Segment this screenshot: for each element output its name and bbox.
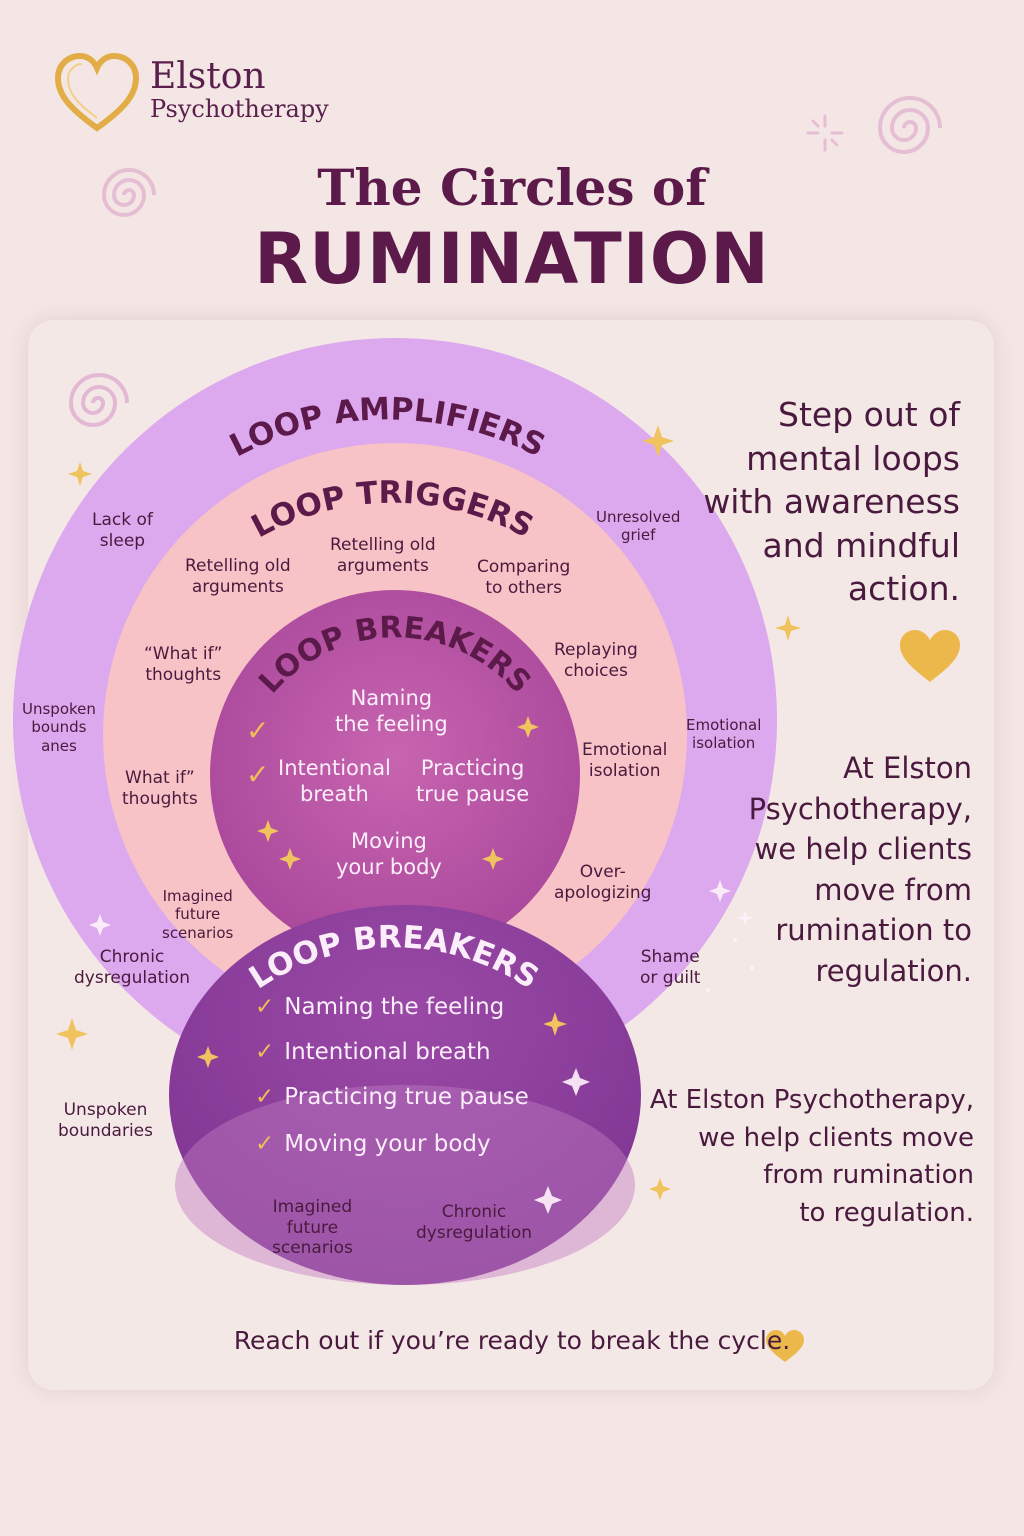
check-icon: ✓	[246, 714, 270, 747]
page-title-line2: RUMINATION	[254, 218, 770, 300]
trigger-retelling-arguments-2: Retelling old arguments	[330, 535, 436, 576]
trigger-emotional-isolation: Emotional isolation	[582, 740, 668, 781]
breaker-inner-naming: Naming the feeling	[335, 686, 448, 736]
trigger-over-apologizing: Over- apologizing	[554, 862, 652, 903]
breaker-inner-moving: Moving your body	[336, 829, 442, 879]
check-icon: ✓	[246, 758, 270, 791]
brand-subtitle: Psychotherapy	[150, 95, 329, 123]
amplifier-unspoken-bounds: Unspoken bounds anes	[22, 700, 96, 755]
breaker-lower-item: ✓Practicing true pause	[255, 1084, 529, 1110]
amplifier-lack-of-sleep: Lack of sleep	[92, 510, 153, 551]
trigger-comparing-to-others: Comparing to others	[477, 557, 571, 598]
swirl-icon	[101, 168, 156, 217]
logo-heart-icon	[54, 52, 140, 132]
sparkle-icon	[56, 425, 801, 1200]
heart-icon	[766, 1330, 804, 1362]
trigger-replaying-choices: Replaying choices	[554, 640, 638, 681]
breaker-lower-chronic: Chronic dysregulation	[416, 1202, 533, 1243]
breaker-inner-pause: Practicing true pause	[416, 756, 530, 806]
breakers-inner-circle	[210, 590, 580, 960]
check-icon: ✓	[255, 1084, 275, 1110]
trigger-retelling-arguments: Retelling old arguments	[185, 556, 291, 597]
check-icon: ✓	[255, 1039, 275, 1065]
pitch-text-1: At Elston Psychotherapy, we help clients…	[748, 751, 972, 988]
amplifier-unspoken-boundaries: Unspoken boundaries	[58, 1100, 153, 1141]
call-to-action: Reach out if you’re ready to break the c…	[233, 1326, 791, 1355]
pitch-text-2: At Elston Psychotherapy, we help clients…	[649, 1085, 974, 1229]
breakers-lower-circle	[169, 905, 641, 1285]
amplifier-emotional-isolation: Emotional isolation	[686, 716, 762, 753]
amplifier-shame-or-guilt: Shame or guilt	[640, 947, 701, 988]
trigger-what-if-thoughts: “What if” thoughts	[144, 644, 223, 685]
tagline: Step out of mental loops with awareness …	[703, 395, 960, 609]
check-icon: ✓	[255, 994, 275, 1020]
sparkle-icon	[806, 114, 844, 152]
breaker-lower-item: ✓Moving your body	[255, 1131, 491, 1157]
trigger-what-if-thoughts-2: What if” thoughts	[122, 768, 198, 809]
brand-name: Elston	[150, 56, 266, 97]
amplifier-unresolved-grief: Unresolved grief	[596, 508, 681, 545]
swirl-icon	[68, 373, 129, 427]
breaker-inner-breath: Intentional breath	[278, 756, 391, 806]
breaker-lower-imagined: Imagined future scenarios	[272, 1197, 353, 1259]
check-icon: ✓	[255, 1131, 275, 1157]
breaker-lower-item: ✓Intentional breath	[255, 1039, 491, 1065]
page-title-line1: The Circles of	[317, 158, 707, 217]
amplifier-chronic-dysregulation: Chronic dysregulation	[74, 947, 191, 988]
trigger-imagined-scenarios: Imagined future scenarios	[162, 887, 234, 942]
breaker-lower-item: ✓Naming the feeling	[255, 994, 505, 1020]
heart-icon	[900, 630, 960, 682]
swirl-icon	[877, 96, 942, 154]
